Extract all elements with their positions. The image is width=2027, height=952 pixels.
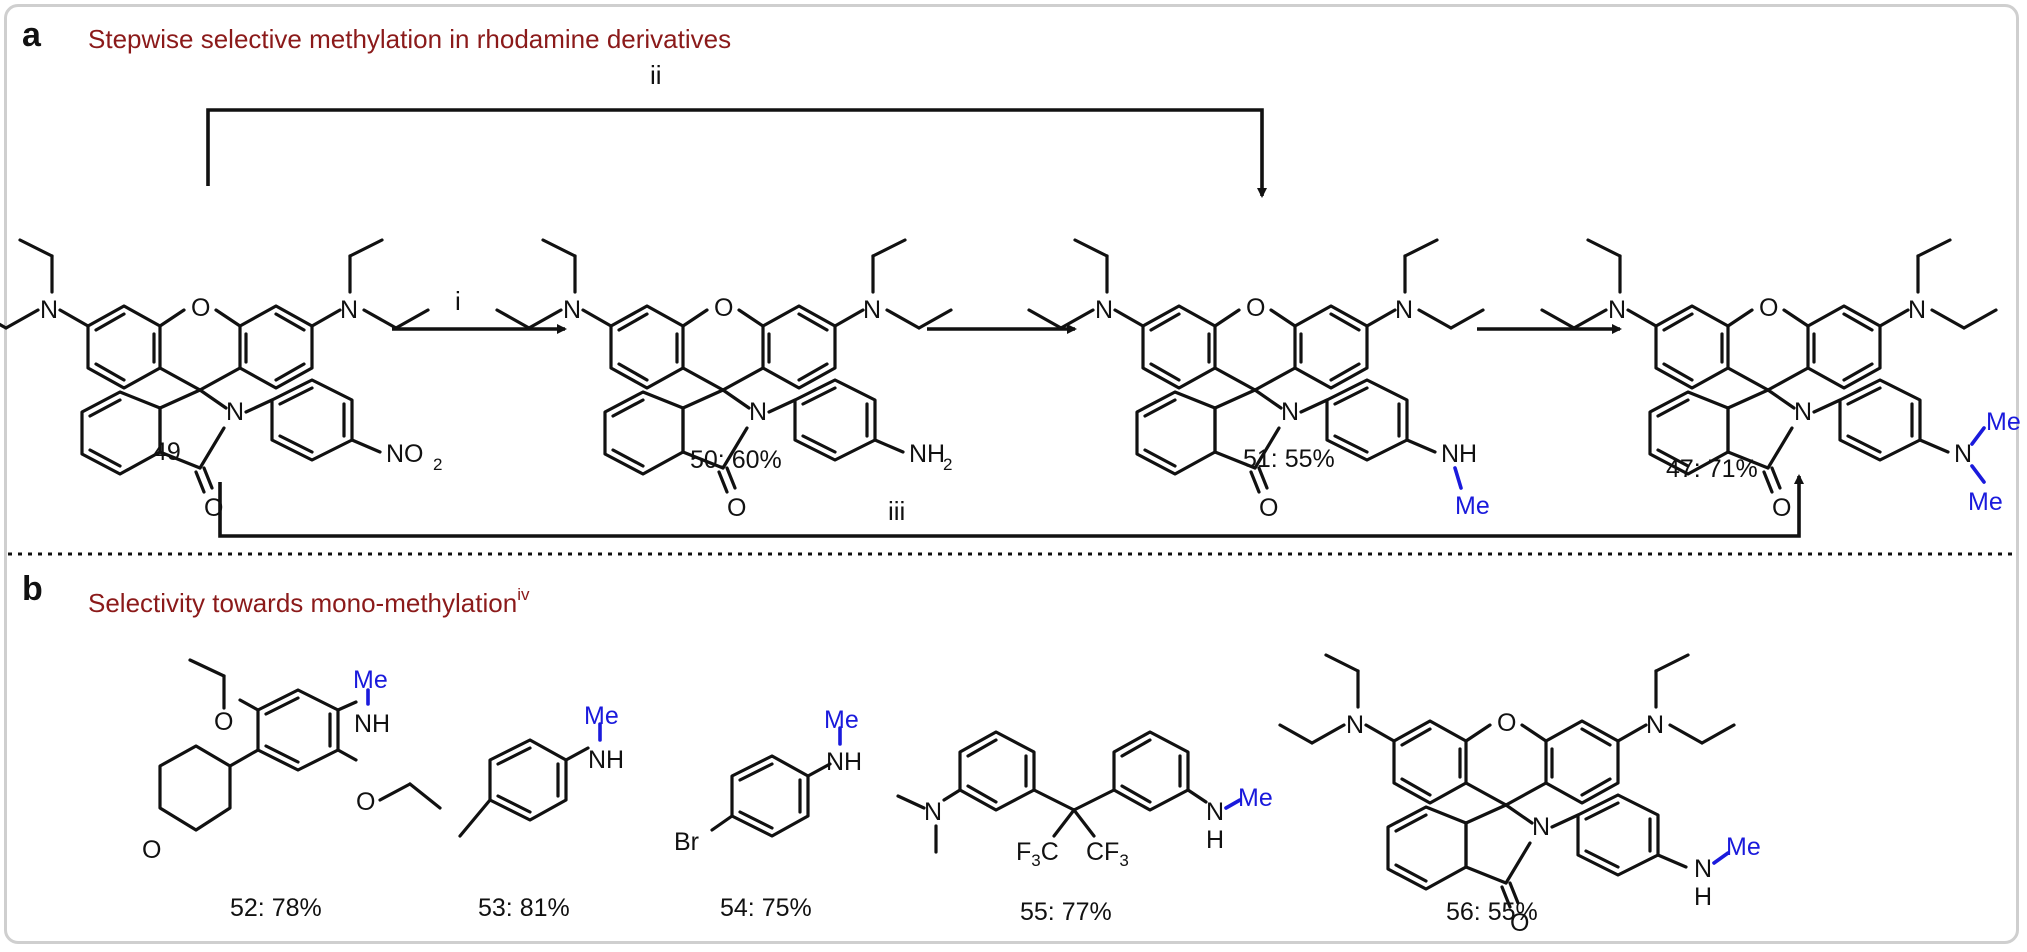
svg-text:NH: NH <box>826 748 862 776</box>
compound-52-label: 52: 78% <box>230 894 322 922</box>
compound-55: N F3C CF3 N H Me <box>896 730 1273 870</box>
compound-55-label: 55: 77% <box>1020 898 1112 926</box>
svg-text:NH: NH <box>1441 440 1477 468</box>
panel-a-title: Stepwise selective methylation in rhodam… <box>88 24 731 54</box>
compound-47-label: 47: 71% <box>1666 455 1758 483</box>
reagent-iii: iii <box>888 496 905 526</box>
svg-text:NH: NH <box>588 746 624 774</box>
compound-56-label: 56: 55% <box>1446 898 1538 926</box>
svg-text:N: N <box>924 798 942 826</box>
compound-53: NH Me <box>458 702 624 838</box>
reagent-i: i <box>455 286 461 316</box>
svg-text:O: O <box>142 836 161 864</box>
svg-text:NO: NO <box>386 440 424 468</box>
svg-text:Me: Me <box>824 706 859 734</box>
compound-50: NH 2 <box>495 238 953 524</box>
reagent-ii: ii <box>650 60 662 90</box>
compound-50-label: 50: 60% <box>690 446 782 474</box>
svg-text:NH: NH <box>909 440 945 468</box>
arrow-route-ii <box>206 108 1267 198</box>
svg-text:Me: Me <box>584 702 619 730</box>
compound-47: N Me Me <box>1540 238 2021 524</box>
panel-b-letter: b <box>22 570 43 608</box>
svg-text:N: N <box>1954 440 1972 468</box>
svg-text:Me: Me <box>1726 833 1761 861</box>
svg-text:N: N <box>1206 798 1224 826</box>
arrow-route-iii <box>218 474 1804 538</box>
compound-49-label: 49 <box>153 438 181 466</box>
compound-51-label: 51: 55% <box>1243 445 1335 473</box>
svg-text:Br: Br <box>674 828 699 856</box>
svg-text:Me: Me <box>1968 488 2003 516</box>
svg-text:H: H <box>1694 883 1712 911</box>
svg-text:2: 2 <box>943 455 952 474</box>
svg-text:O: O <box>214 708 233 736</box>
svg-text:NH: NH <box>354 710 390 738</box>
svg-text:CF3: CF3 <box>1086 838 1129 870</box>
compound-54: NH Me Br <box>674 706 862 856</box>
compound-51: NH Me <box>1027 238 1490 524</box>
svg-text:Me: Me <box>1455 492 1490 520</box>
svg-text:O: O <box>356 788 375 816</box>
panel-a-letter: a <box>22 16 42 54</box>
figure-frame <box>4 4 2019 944</box>
panel-b-title: Selectivity towards mono-methylationiv <box>88 585 530 618</box>
svg-text:N: N <box>1694 855 1712 883</box>
svg-text:H: H <box>1206 826 1224 854</box>
svg-text:Me: Me <box>353 666 388 694</box>
compound-49: NO 2 <box>0 238 442 524</box>
compound-56: N H Me <box>1278 653 1761 939</box>
svg-text:2: 2 <box>433 455 442 474</box>
compound-54-label: 54: 75% <box>720 894 812 922</box>
svg-text:F3C: F3C <box>1016 838 1059 870</box>
svg-text:Me: Me <box>1986 408 2021 436</box>
svg-text:Me: Me <box>1238 784 1273 812</box>
compound-52: NH Me O O O <box>142 658 442 864</box>
compound-53-label: 53: 81% <box>478 894 570 922</box>
